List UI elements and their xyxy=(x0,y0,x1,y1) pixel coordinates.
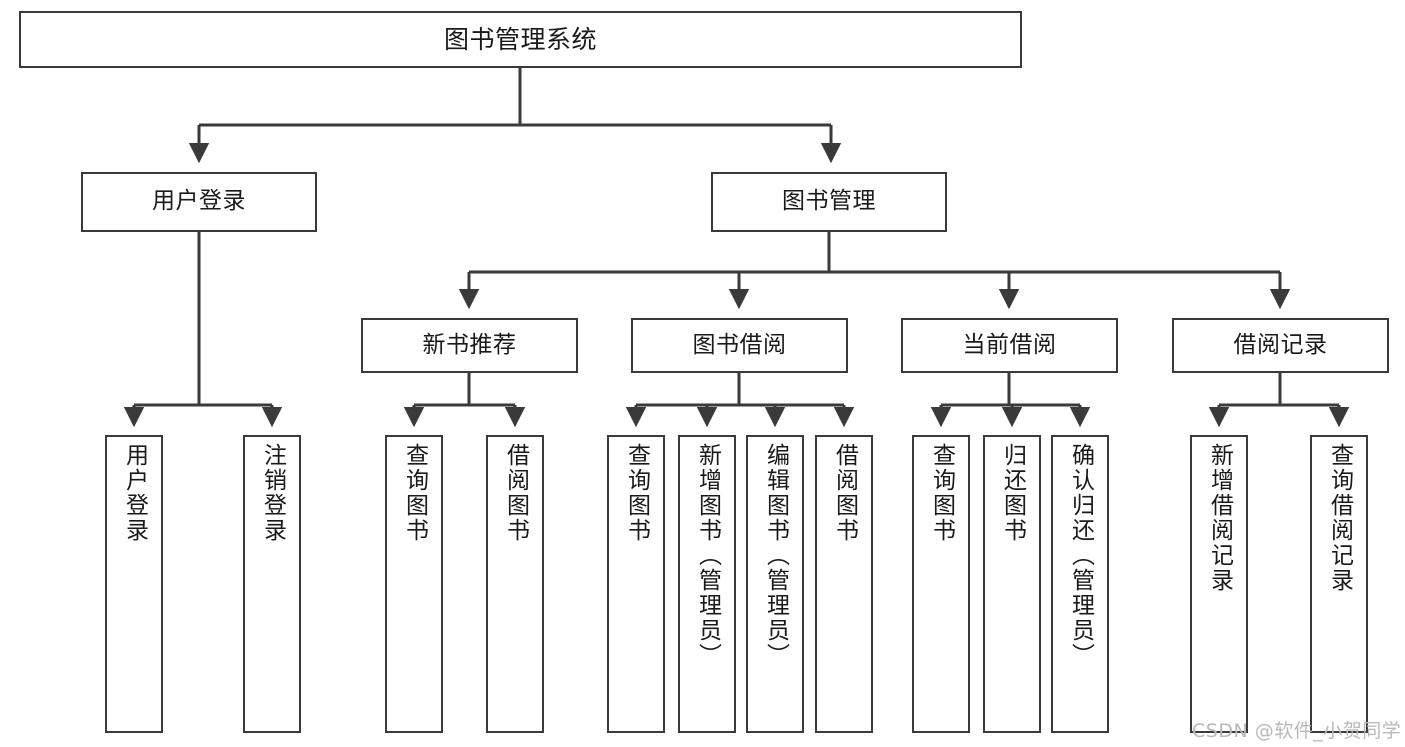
watermark: CSDN @软件_小贺同学 xyxy=(1192,720,1402,742)
node-label: 查询借阅记录 xyxy=(1326,443,1353,593)
node-add-borrow-record[interactable]: 新增借阅记录 xyxy=(1190,435,1248,733)
node-query-books-current[interactable]: 查询图书 xyxy=(912,435,970,733)
node-borrow-records[interactable]: 借阅记录 xyxy=(1172,318,1389,373)
node-label: 用户登录 xyxy=(121,443,148,543)
node-new-book-recommend[interactable]: 新书推荐 xyxy=(361,318,578,373)
node-query-borrow-record[interactable]: 查询借阅记录 xyxy=(1310,435,1368,733)
node-query-books-recommend[interactable]: 查询图书 xyxy=(385,435,443,733)
node-user-login-action[interactable]: 用户登录 xyxy=(105,435,163,733)
node-label: 归还图书 xyxy=(999,443,1026,543)
node-label: 确认归还（管理员） xyxy=(1067,443,1094,668)
node-book-borrow[interactable]: 图书借阅 xyxy=(631,318,848,373)
node-borrow-books-recommend[interactable]: 借阅图书 xyxy=(486,435,544,733)
node-current-borrow[interactable]: 当前借阅 xyxy=(901,318,1118,373)
node-borrow-book-action[interactable]: 借阅图书 xyxy=(815,435,873,733)
node-label: 借阅图书 xyxy=(831,443,858,543)
node-add-book-admin[interactable]: 新增图书（管理员） xyxy=(678,435,736,733)
node-label: 编辑图书（管理员） xyxy=(762,443,789,668)
node-return-book[interactable]: 归还图书 xyxy=(983,435,1041,733)
node-label: 借阅记录 xyxy=(1233,331,1328,358)
node-label: 注销登录 xyxy=(259,443,286,543)
node-query-books-borrow[interactable]: 查询图书 xyxy=(607,435,665,733)
node-label: 查询图书 xyxy=(623,443,650,543)
node-label: 新增图书（管理员） xyxy=(694,443,721,668)
node-label: 用户登录 xyxy=(152,188,246,215)
node-label: 查询图书 xyxy=(928,443,955,543)
node-user-login[interactable]: 用户登录 xyxy=(81,172,317,232)
node-label: 新增借阅记录 xyxy=(1206,443,1233,593)
node-label: 图书管理 xyxy=(782,188,876,215)
node-label: 查询图书 xyxy=(401,443,428,543)
node-logout-action[interactable]: 注销登录 xyxy=(243,435,301,733)
node-book-management[interactable]: 图书管理 xyxy=(711,172,947,232)
node-edit-book-admin[interactable]: 编辑图书（管理员） xyxy=(746,435,804,733)
node-label: 图书借阅 xyxy=(692,331,787,358)
node-system-title[interactable]: 图书管理系统 xyxy=(19,11,1022,68)
node-label: 图书管理系统 xyxy=(443,24,597,54)
node-label: 当前借阅 xyxy=(962,331,1057,358)
node-label: 借阅图书 xyxy=(502,443,529,543)
node-confirm-return-admin[interactable]: 确认归还（管理员） xyxy=(1051,435,1109,733)
node-label: 新书推荐 xyxy=(422,331,517,358)
